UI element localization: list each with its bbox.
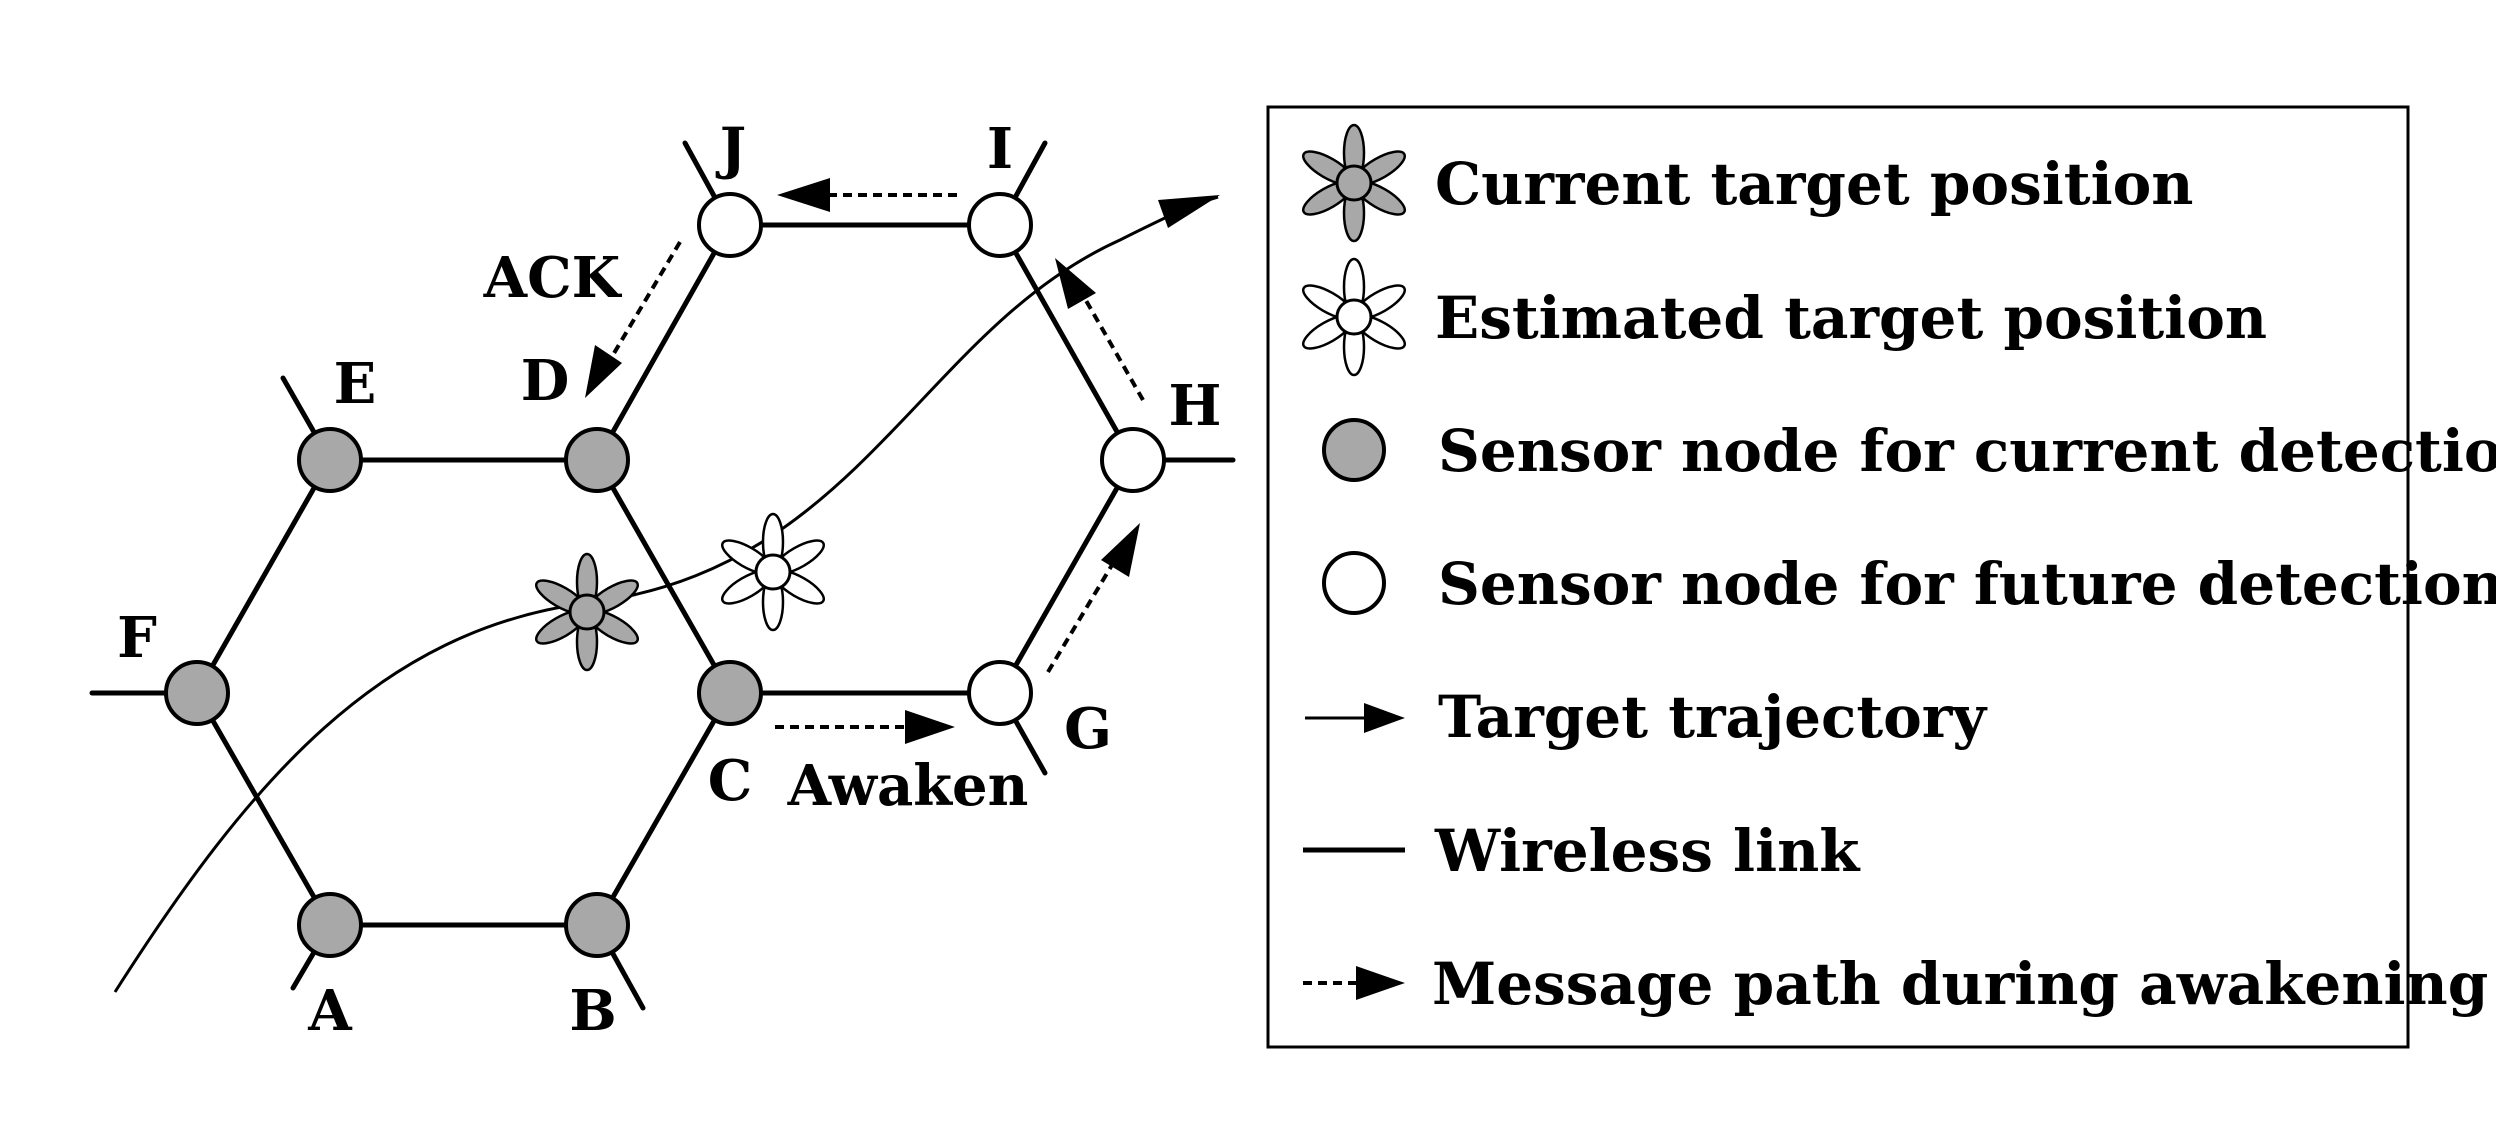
link-G-H: [997, 457, 1136, 696]
legend-label-future-sensor: Sensor node for future detection: [1438, 550, 2496, 618]
legend-current-target-icon: [1302, 123, 1406, 243]
node-label-A: A: [307, 978, 353, 1044]
ack-label: ACK: [483, 245, 623, 311]
arrowhead-J-D: [585, 345, 622, 398]
legend-box: [1266, 105, 2410, 1049]
arrowhead-I-J: [777, 178, 830, 212]
message-paths: [605, 193, 1145, 729]
node-label-D: D: [521, 348, 570, 414]
message-arrowheads: [585, 178, 1140, 744]
legend-estimated-target-icon: [1302, 257, 1406, 377]
flower-center-icon: [568, 593, 606, 631]
link-H-I: [997, 222, 1136, 463]
legend-label-message-path: Message path during awakening: [1432, 950, 2488, 1018]
node-label-I: I: [987, 116, 1013, 182]
flower-center-icon: [1335, 164, 1373, 202]
sensor-node-C: [697, 660, 763, 726]
node-label-G: G: [1064, 696, 1112, 762]
legend-label-trajectory: Target trajectory: [1438, 683, 1988, 751]
legend-trajectory-arrowhead-icon: [1364, 703, 1405, 733]
arrowhead-G-H: [1101, 523, 1140, 577]
legend-label-wireless-link: Wireless link: [1434, 817, 1861, 885]
legend-dashed-arrowhead-icon: [1356, 966, 1405, 1000]
msg-H-to-I: [1078, 289, 1145, 401]
node-labels: A B C D E F G H I J: [117, 116, 1221, 1044]
node-label-C: C: [708, 748, 753, 814]
sensor-node-H: [1100, 427, 1166, 493]
legend-label-current-target: Current target position: [1435, 150, 2193, 218]
legend-future-sensor-icon: [1322, 551, 1386, 615]
node-label-F: F: [117, 605, 157, 671]
sensor-node-F: [164, 660, 230, 726]
legend: Current target position Estimated target…: [1266, 105, 2496, 1049]
link-E-F: [194, 457, 333, 696]
link-F-A: [194, 690, 333, 928]
msg-G-to-H: [1046, 558, 1117, 674]
sensor-node-J: [697, 192, 763, 258]
flower-center-icon: [754, 553, 792, 591]
sensor-node-B: [564, 892, 630, 958]
sensor-node-A: [297, 892, 363, 958]
arrowhead-C-G: [905, 710, 955, 744]
legend-label-estimated-target: Estimated target position: [1435, 284, 2267, 352]
link-B-C: [594, 690, 733, 928]
msg-J-to-D: [605, 240, 682, 367]
arrowhead-H-I: [1055, 258, 1096, 309]
sensor-node-I: [967, 192, 1033, 258]
sensor-nodes: [164, 192, 1166, 958]
link-J-D: [594, 222, 733, 463]
node-label-E: E: [334, 351, 377, 417]
node-label-H: H: [1169, 373, 1222, 439]
awaken-label: Awaken: [787, 753, 1029, 819]
sensor-node-D: [564, 427, 630, 493]
legend-label-current-sensor: Sensor node for current detection: [1438, 417, 2496, 485]
trajectory-arrowhead: [1158, 195, 1220, 228]
current-target-icon: [535, 552, 639, 672]
sensor-node-E: [297, 427, 363, 493]
sensor-node-G: [967, 660, 1033, 726]
estimated-target-icon: [721, 512, 825, 632]
node-label-J: J: [715, 116, 747, 182]
flower-center-icon: [1335, 298, 1373, 336]
legend-current-sensor-icon: [1322, 418, 1386, 482]
link-C-D: [594, 457, 733, 696]
node-label-B: B: [569, 978, 616, 1044]
